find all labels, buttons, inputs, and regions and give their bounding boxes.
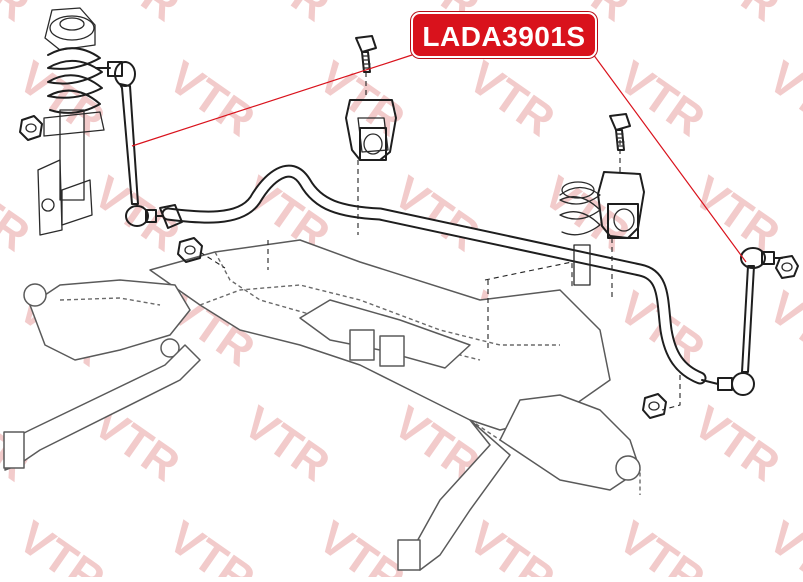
nut-right-top — [775, 255, 799, 279]
bolt-right — [609, 113, 631, 151]
nut-left-strut — [19, 115, 43, 141]
watermark-text: VTR — [234, 0, 339, 31]
watermark-text: VTR — [234, 396, 339, 491]
watermark-text: VTR — [84, 0, 189, 31]
watermark-text: VTR — [459, 51, 564, 146]
alignment-guides — [199, 240, 681, 411]
watermark-text: VTR — [0, 166, 39, 261]
stabilizer-bar — [159, 164, 707, 385]
watermark-text: VTR — [609, 511, 714, 577]
watermark-text: VTR — [684, 166, 789, 261]
lower-control-arm-right — [397, 394, 641, 571]
bushing-clamp-right — [597, 140, 645, 300]
watermark-text: VTR — [309, 51, 414, 146]
bushing-clamp-left — [345, 72, 397, 235]
watermark-text: VTR — [759, 281, 803, 376]
lower-control-arm-left — [3, 279, 201, 471]
watermark-text: VTR — [0, 0, 39, 31]
nut-center — [177, 237, 203, 263]
stabilizer-link-right — [701, 247, 783, 396]
part-number-label: LADA3901S — [411, 12, 597, 58]
nut-right-bottom — [642, 393, 667, 419]
strut-right — [559, 181, 601, 286]
watermark-text: VTR — [684, 0, 789, 31]
watermark-text: VTR — [9, 511, 114, 577]
watermark-text: VTR — [159, 511, 264, 577]
watermark-text: VTR — [759, 511, 803, 577]
watermark-text: VTR — [459, 511, 564, 577]
watermark-text: VTR — [684, 396, 789, 491]
leader-lines — [131, 49, 747, 263]
watermark-text: VTR — [759, 51, 803, 146]
strut-left — [37, 7, 105, 236]
bolt-left — [355, 35, 377, 73]
